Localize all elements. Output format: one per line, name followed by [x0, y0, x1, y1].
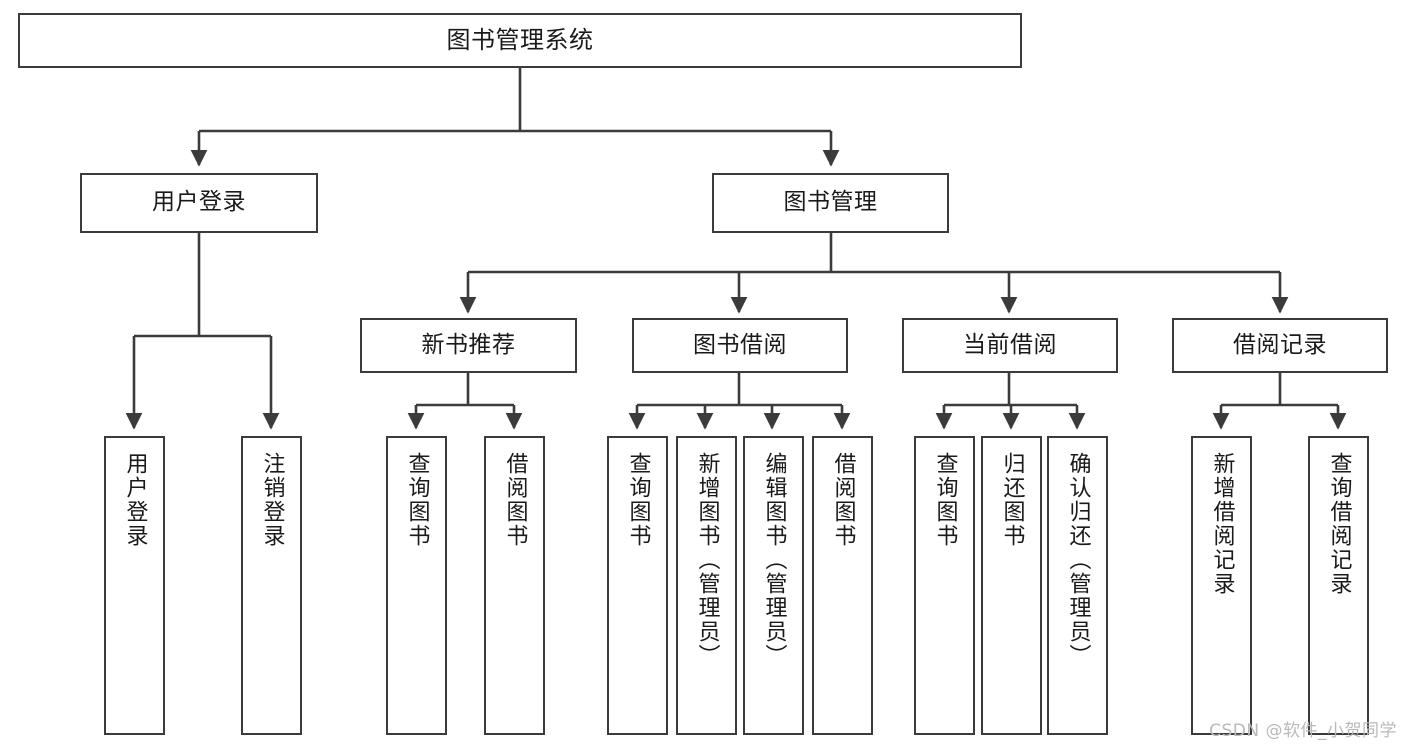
node-leaf-logout-label: 注销登录	[259, 452, 285, 548]
node-root[interactable]: 图书管理系统	[18, 13, 1022, 68]
node-leaf-borrow-book-2[interactable]: 借阅图书	[812, 436, 873, 735]
node-leaf-query-book-2[interactable]: 查询图书	[607, 436, 668, 735]
node-current-borrow[interactable]: 当前借阅	[902, 318, 1118, 373]
node-leaf-return-book[interactable]: 归还图书	[981, 436, 1042, 735]
node-root-label: 图书管理系统	[446, 26, 594, 55]
node-leaf-query-record[interactable]: 查询借阅记录	[1308, 436, 1369, 735]
node-new-book-recommend-label: 新书推荐	[421, 331, 516, 358]
node-borrow-record-label: 借阅记录	[1233, 331, 1327, 358]
node-leaf-add-record[interactable]: 新增借阅记录	[1191, 436, 1252, 735]
node-leaf-edit-book-label: 编辑图书（管理员）	[761, 452, 787, 668]
node-leaf-add-book[interactable]: 新增图书（管理员）	[676, 436, 737, 735]
node-leaf-confirm-return-label: 确认归还（管理员）	[1065, 452, 1091, 668]
node-current-borrow-label: 当前借阅	[963, 331, 1057, 358]
node-leaf-query-book-3[interactable]: 查询图书	[914, 436, 975, 735]
node-leaf-edit-book[interactable]: 编辑图书（管理员）	[743, 436, 804, 735]
csdn-watermark: CSDN @软件_小贺同学	[1209, 721, 1397, 741]
node-leaf-query-record-label: 查询借阅记录	[1326, 452, 1352, 596]
node-book-manage-label: 图书管理	[783, 189, 878, 216]
node-user-login-label: 用户登录	[152, 189, 246, 216]
node-leaf-add-book-label: 新增图书（管理员）	[694, 452, 720, 668]
node-borrow-record[interactable]: 借阅记录	[1172, 318, 1388, 373]
node-leaf-return-book-label: 归还图书	[999, 452, 1025, 548]
node-new-book-recommend[interactable]: 新书推荐	[360, 318, 577, 373]
node-leaf-logout[interactable]: 注销登录	[241, 436, 302, 735]
node-book-borrow-label: 图书借阅	[693, 331, 787, 358]
node-leaf-add-record-label: 新增借阅记录	[1209, 452, 1235, 596]
node-leaf-query-book-1[interactable]: 查询图书	[386, 436, 447, 735]
node-leaf-borrow-book-1[interactable]: 借阅图书	[484, 436, 545, 735]
node-leaf-query-book-2-label: 查询图书	[625, 452, 651, 548]
node-book-manage[interactable]: 图书管理	[712, 173, 949, 233]
node-leaf-borrow-book-1-label: 借阅图书	[502, 452, 528, 548]
node-leaf-query-book-3-label: 查询图书	[932, 452, 958, 548]
node-leaf-user-login[interactable]: 用户登录	[104, 436, 165, 735]
node-user-login[interactable]: 用户登录	[80, 173, 318, 233]
node-book-borrow[interactable]: 图书借阅	[632, 318, 848, 373]
node-leaf-confirm-return[interactable]: 确认归还（管理员）	[1047, 436, 1108, 735]
node-leaf-query-book-1-label: 查询图书	[404, 452, 430, 548]
node-leaf-user-login-label: 用户登录	[122, 452, 148, 548]
node-leaf-borrow-book-2-label: 借阅图书	[830, 452, 856, 548]
